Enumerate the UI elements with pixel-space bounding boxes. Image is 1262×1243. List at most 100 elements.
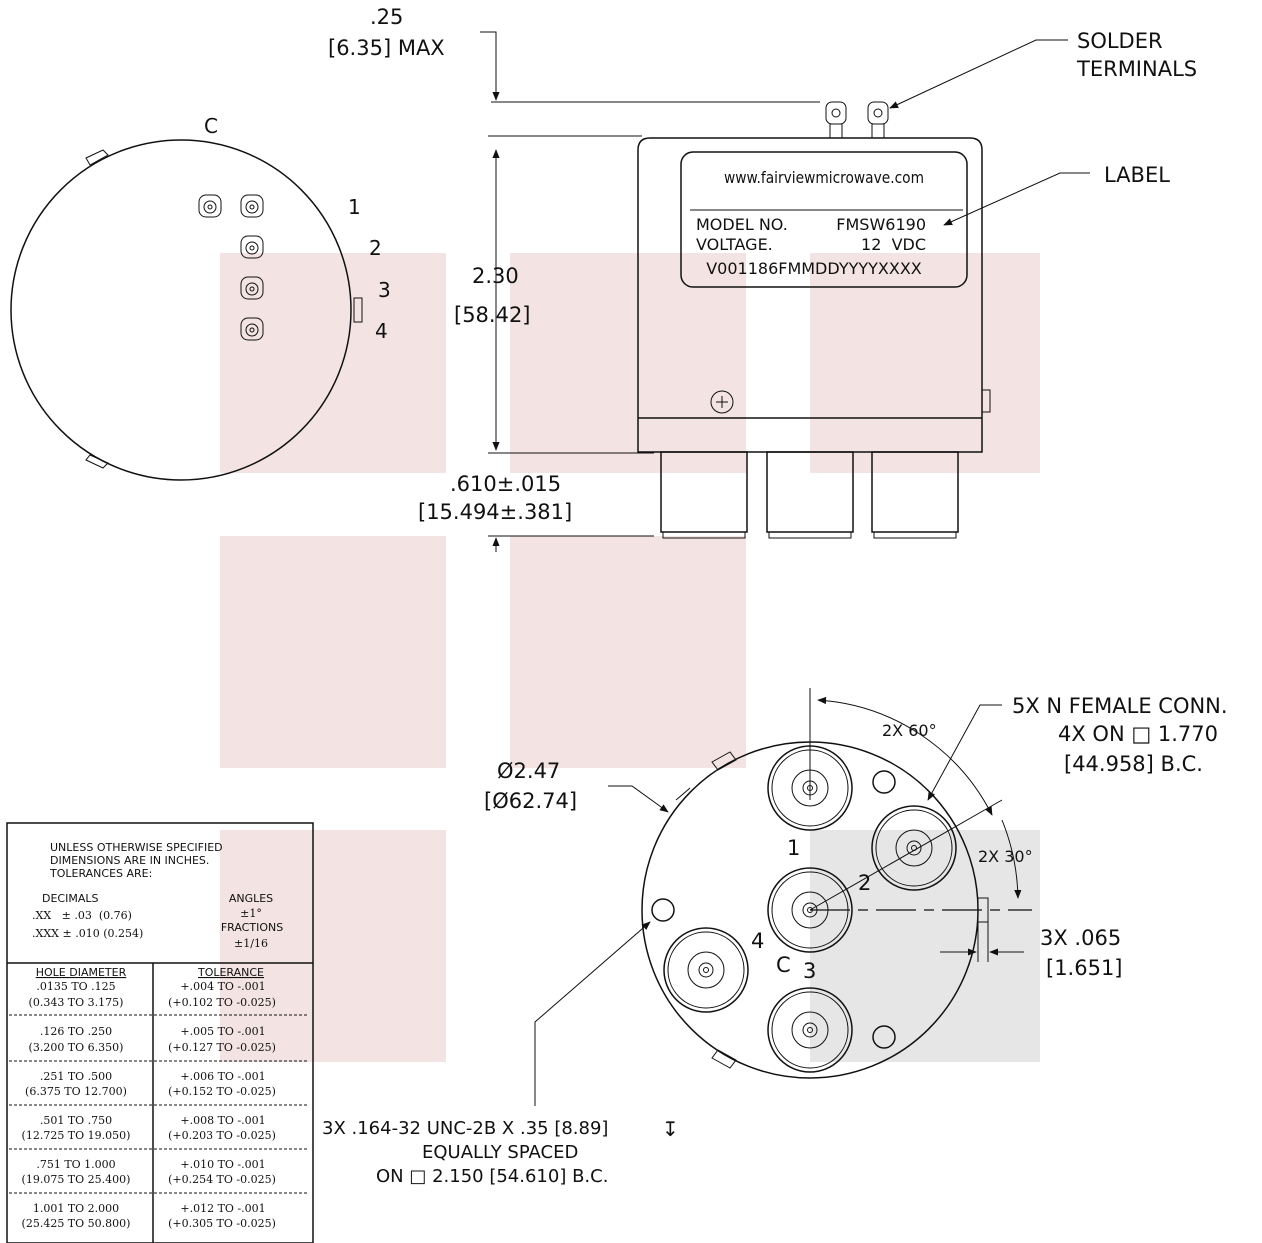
screw-head [710, 390, 734, 414]
tab-dim-mm: [1.651] [1046, 956, 1123, 980]
solder-callout-line2: TERMINALS [1076, 57, 1197, 81]
diameter-dim: Ø2.47 [497, 759, 560, 783]
tab-dim: 3X .065 [1040, 926, 1121, 950]
table-row: 1.001 TO 2.000 (25.425 TO 50.800) +.012 … [22, 1202, 276, 1230]
label-callout: LABEL [1104, 163, 1170, 187]
row-diameter: .751 TO 1.000 [36, 1158, 115, 1171]
row-diameter: .251 TO .500 [40, 1070, 112, 1083]
depth-symbol: ↧ [662, 1117, 679, 1141]
row-diameter-mm: (6.375 TO 12.700) [25, 1085, 127, 1098]
side-solder-terminals [825, 101, 889, 139]
top-view: C 1 2 3 4 [10, 114, 391, 481]
solder-terminal-3 [240, 276, 264, 300]
decimals-title: DECIMALS [42, 892, 98, 905]
conn-callout-line1: 5X N FEMALE CONN. [1012, 694, 1228, 718]
watermark-blocks [220, 253, 1040, 1062]
top-pin-label-3: 3 [378, 278, 391, 302]
row-diameter: .126 TO .250 [40, 1025, 112, 1038]
label-model-value: FMSW6190 [836, 215, 926, 234]
n-connector-c [767, 867, 853, 953]
side-connectors [660, 451, 959, 539]
solder-callout-line1: SOLDER [1077, 29, 1163, 53]
col-header-diameter: HOLE DIAMETER [36, 966, 127, 979]
solder-terminal-1 [240, 194, 264, 218]
solder-terminal-2 [240, 235, 264, 259]
thread-note-line3: ON □ 2.150 [54.610] B.C. [376, 1166, 608, 1187]
angle-60-label: 2X 60° [882, 721, 937, 740]
connector-dim: .610±.015 [450, 472, 561, 496]
row-diameter: .501 TO .750 [40, 1114, 112, 1127]
table-row: .0135 TO .125 (0.343 TO 3.175) +.004 TO … [29, 980, 276, 1009]
n-connector-2 [871, 805, 957, 891]
terminal-dim-mm: [6.35] MAX [328, 36, 445, 60]
connector-dim-mm: [15.494±.381] [418, 500, 572, 524]
top-pin-label-4: 4 [375, 319, 388, 343]
terminal-dim: .25 [370, 5, 403, 29]
height-dim-mm: [58.42] [454, 303, 531, 327]
decimals-xx: .XX ± .03 (0.76) [32, 909, 132, 922]
label-voltage-key: VOLTAGE. [696, 235, 773, 254]
label-model-key: MODEL NO. [696, 215, 788, 234]
bottom-view: 1 2 C 3 4 Ø2.47 [Ø62.74] 2X 60° 2X 30° 5… [322, 688, 1228, 1187]
row-tol-mm: (+0.254 TO -0.025) [168, 1173, 276, 1186]
row-tol-mm: (+0.152 TO -0.025) [168, 1085, 276, 1098]
tolerance-table: UNLESS OTHERWISE SPECIFIED DIMENSIONS AR… [6, 822, 314, 1243]
row-tol-mm: (+0.102 TO -0.025) [168, 996, 276, 1009]
tol-header-line2: DIMENSIONS ARE IN INCHES. [50, 854, 209, 867]
label-voltage-value: 12 VDC [861, 235, 926, 254]
row-tol: +.010 TO -.001 [180, 1158, 265, 1171]
mount-hole-2 [651, 898, 675, 922]
row-tol-mm: (+0.127 TO -0.025) [168, 1041, 276, 1054]
port-label-2: 2 [858, 871, 871, 895]
table-row: .126 TO .250 (3.200 TO 6.350) +.005 TO -… [29, 1025, 276, 1054]
angle-30-label: 2X 30° [978, 847, 1033, 866]
table-row: .751 TO 1.000 (19.075 TO 25.400) +.010 T… [22, 1158, 276, 1186]
conn-callout-line3: [44.958] B.C. [1064, 752, 1203, 776]
thread-note-line2: EQUALLY SPACED [422, 1142, 578, 1163]
tol-header-line3: TOLERANCES ARE: [49, 867, 152, 880]
solder-terminal-c [198, 194, 222, 218]
label-serial: V001186FMMDDYYYYXXXX [706, 259, 922, 278]
row-diameter-mm: (25.425 TO 50.800) [22, 1217, 131, 1230]
table-row: .251 TO .500 (6.375 TO 12.700) +.006 TO … [25, 1070, 276, 1098]
row-tol-mm: (+0.203 TO -0.025) [168, 1129, 276, 1142]
table-row: .501 TO .750 (12.725 TO 19.050) +.008 TO… [22, 1114, 276, 1142]
port-label-1: 1 [787, 836, 800, 860]
row-diameter-mm: (19.075 TO 25.400) [22, 1173, 131, 1186]
port-label-c: C [776, 953, 791, 977]
side-view: .25 [6.35] MAX [328, 5, 1197, 552]
tol-header-line1: UNLESS OTHERWISE SPECIFIED [50, 841, 223, 854]
decimals-xxx: .XXX ± .010 (0.254) [32, 927, 143, 940]
row-diameter-mm: (3.200 TO 6.350) [29, 1041, 124, 1054]
top-pin-label-1: 1 [348, 195, 361, 219]
fractions-value: ±1/16 [234, 937, 268, 950]
row-tol: +.005 TO -.001 [180, 1025, 265, 1038]
height-dim: 2.30 [472, 264, 519, 288]
top-pin-label-2: 2 [369, 236, 382, 260]
row-tol: +.004 TO -.001 [180, 980, 265, 993]
row-diameter-mm: (0.343 TO 3.175) [29, 996, 124, 1009]
row-tol: +.008 TO -.001 [180, 1114, 265, 1127]
port-label-3: 3 [803, 959, 816, 983]
col-header-tolerance: TOLERANCE [197, 966, 264, 979]
n-connector-1 [767, 745, 853, 831]
conn-callout-line2: 4X ON □ 1.770 [1058, 722, 1218, 746]
product-label: www.fairviewmicrowave.com MODEL NO. FMSW… [680, 151, 968, 288]
diameter-dim-mm: [Ø62.74] [484, 789, 577, 813]
row-tol-mm: (+0.305 TO -0.025) [168, 1217, 276, 1230]
top-pin-c-label: C [204, 114, 218, 138]
row-diameter: .0135 TO .125 [36, 980, 115, 993]
n-connector-3 [767, 987, 853, 1073]
row-diameter-mm: (12.725 TO 19.050) [22, 1129, 131, 1142]
port-label-4: 4 [751, 929, 764, 953]
mount-hole-1 [872, 770, 896, 794]
angles-value: ±1° [240, 907, 262, 920]
row-tol: +.012 TO -.001 [180, 1202, 265, 1215]
solder-terminal-4 [240, 317, 264, 341]
row-diameter: 1.001 TO 2.000 [33, 1202, 119, 1215]
fractions-title: FRACTIONS [221, 921, 283, 934]
mount-hole-3 [872, 1025, 896, 1049]
label-url: www.fairviewmicrowave.com [724, 168, 924, 187]
angles-title: ANGLES [229, 892, 273, 905]
